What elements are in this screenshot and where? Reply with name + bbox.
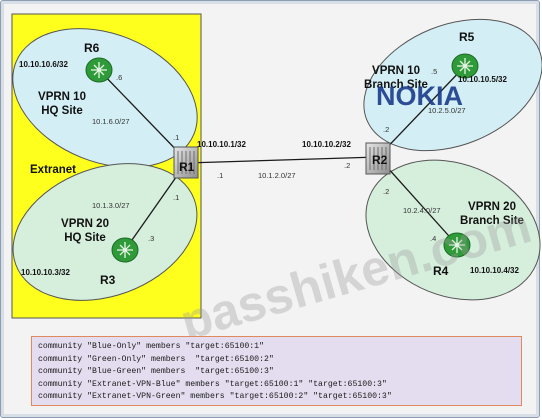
site-vprn20-branch	[365, 159, 541, 301]
router-r2-label: R2	[372, 153, 388, 167]
router-r1-icon[interactable]	[173, 146, 199, 179]
if-r2-to-r4: .2	[383, 187, 389, 196]
site-vprn10-hq	[12, 28, 198, 168]
subnet-r1-r6: 10.1.6.0/27	[92, 117, 130, 126]
loopback-r5: 10.10.10.5/32	[458, 75, 507, 84]
community-config-box: community "Blue-Only" members "target:65…	[31, 336, 522, 406]
link-r1-r6	[98, 69, 187, 161]
router-r5-label: R5	[459, 30, 475, 44]
loopback-r4: 10.10.10.4/32	[470, 266, 519, 275]
router-r1-label: R1	[179, 160, 195, 174]
loopback-r2: 10.10.10.2/32	[302, 140, 351, 149]
router-r5-icon[interactable]	[451, 53, 479, 79]
if-r2-to-r1: .2	[344, 161, 350, 170]
router-r4-label: R4	[433, 264, 449, 278]
community-line: community "Blue-Only" members "target:65…	[38, 342, 265, 351]
subnet-r2-r5: 10.2.5.0/27	[428, 106, 466, 115]
if-r1-to-r6: .1	[173, 133, 179, 142]
loopback-r6: 10.10.10.6/32	[19, 60, 68, 69]
router-r6-icon[interactable]	[85, 57, 113, 83]
if-r4: .4	[430, 234, 436, 243]
if-r2-to-r5: .2	[383, 125, 389, 134]
if-r3: .3	[148, 234, 154, 243]
link-r1-r2	[185, 156, 379, 164]
extranet-label: Extranet	[30, 164, 76, 176]
if-r5: .5	[431, 67, 437, 76]
community-line: community "Extranet-VPN-Blue" members "t…	[38, 379, 387, 389]
community-line: community "Green-Only" members "target:6…	[38, 354, 274, 364]
if-r6: .6	[116, 73, 122, 82]
if-r1-to-r2: .1	[217, 171, 223, 180]
loopback-r3: 10.10.10.3/32	[21, 268, 70, 277]
router-r4-icon[interactable]	[443, 232, 471, 258]
link-r2-r4	[377, 156, 458, 246]
subnet-r1-r2: 10.1.2.0/27	[258, 171, 296, 180]
community-line: community "Extranet-VPN-Green" members "…	[38, 392, 392, 401]
nokia-watermark: NOKIA	[376, 81, 463, 111]
loopback-r1: 10.10.10.1/32	[197, 140, 246, 149]
subnet-r1-r3: 10.1.3.0/27	[92, 201, 130, 210]
community-line: community "Blue-Green" members "target:6…	[38, 367, 274, 376]
router-r6-label: R6	[84, 41, 100, 55]
if-r1-to-r3: .1	[173, 193, 179, 202]
site-vprn10-branch	[363, 18, 542, 152]
subnet-r2-r4: 10.2.4.0/27	[403, 206, 441, 215]
site-vprn20-hq	[12, 163, 198, 301]
router-r3-icon[interactable]	[111, 237, 139, 263]
router-r2-icon[interactable]	[365, 142, 391, 175]
link-r2-r5	[377, 65, 466, 158]
router-r3-label: R3	[100, 273, 116, 287]
